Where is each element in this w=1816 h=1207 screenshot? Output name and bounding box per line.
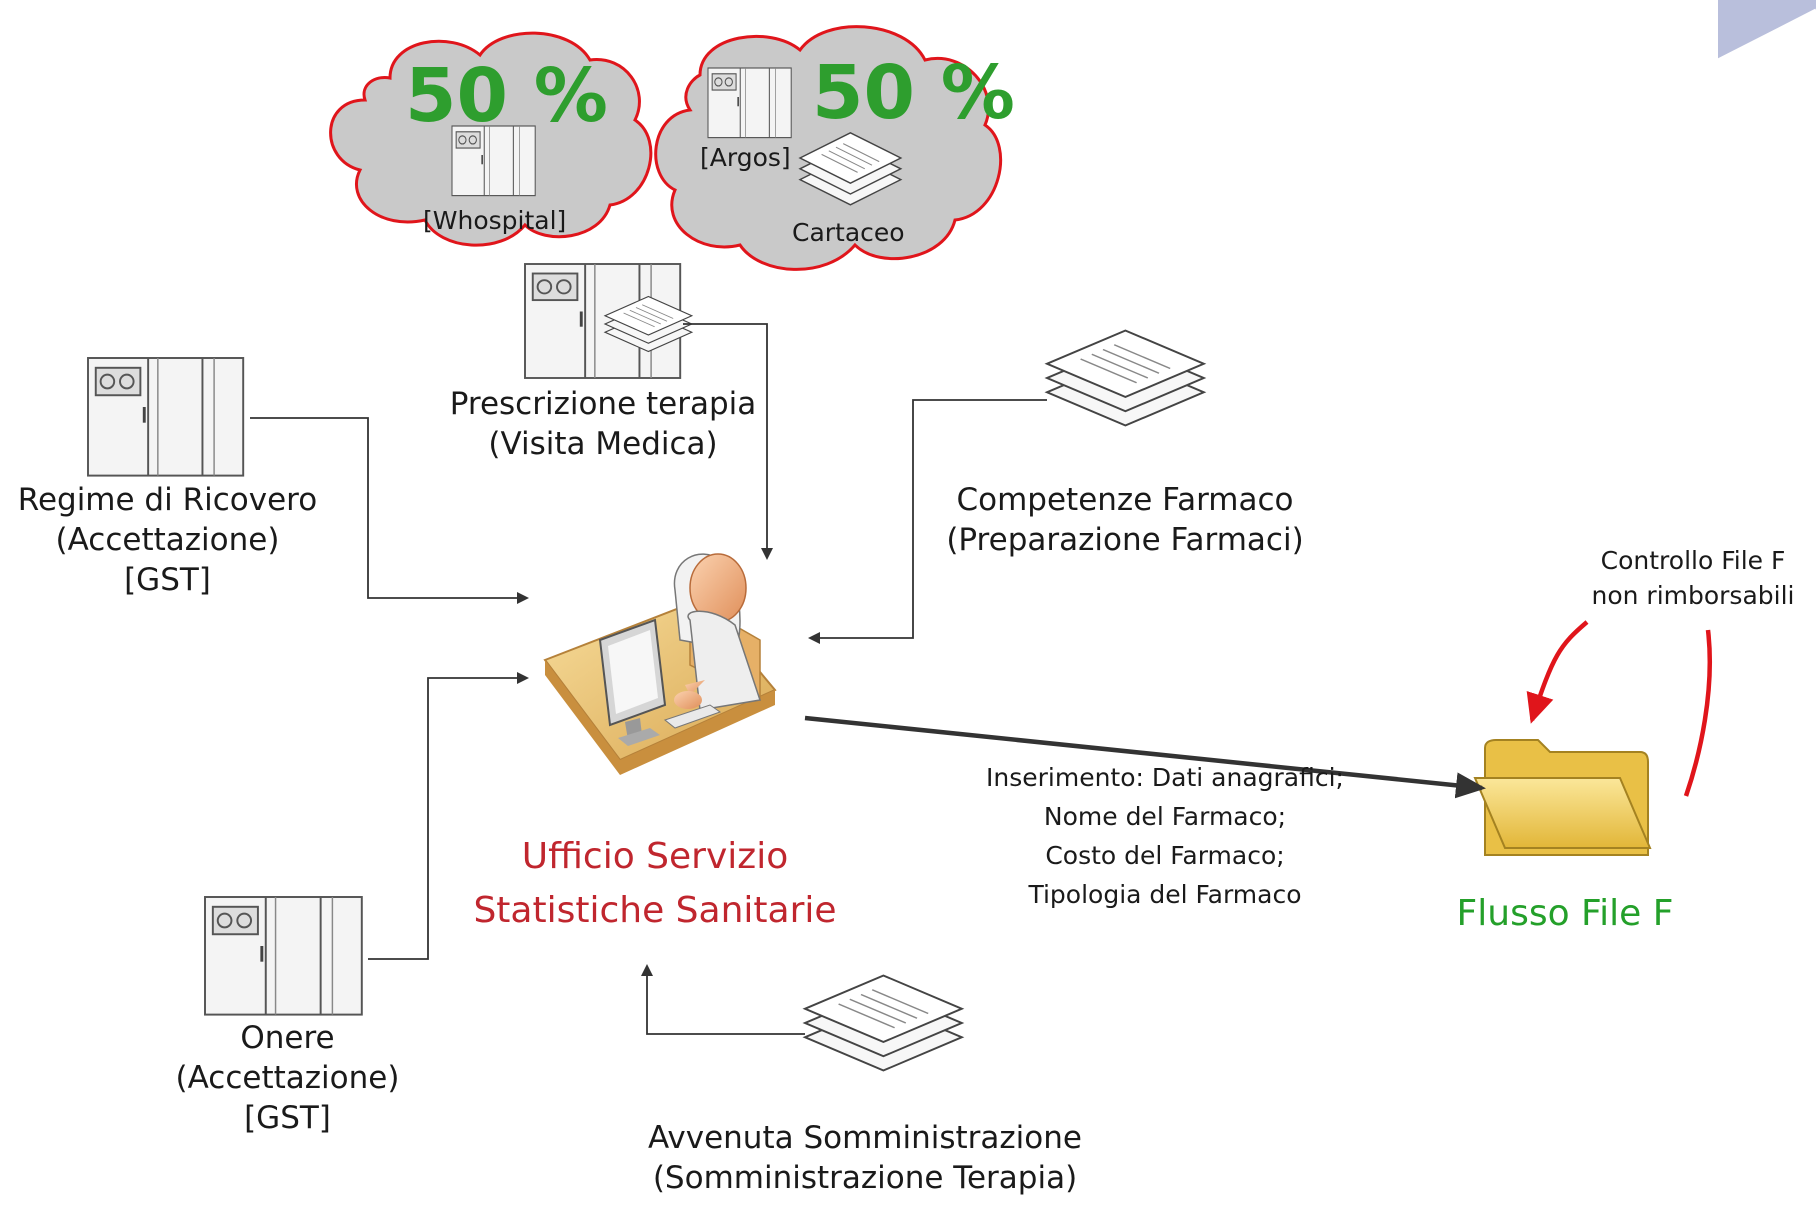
server-icon bbox=[707, 67, 793, 139]
corner-decoration-line bbox=[1717, 8, 1816, 62]
node-onere-line3: [GST] bbox=[244, 1100, 331, 1136]
node-ufficio: Ufficio Servizio Statistiche Sanitarie bbox=[445, 830, 865, 938]
node-controllo: Controllo File F non rimborsabili bbox=[1570, 543, 1816, 613]
node-avvenuta-line1: Avvenuta Somministrazione bbox=[648, 1120, 1082, 1156]
edge-label-line1: Inserimento: Dati anagrafici; bbox=[986, 763, 1344, 792]
cloud-left-percent: 50 % bbox=[405, 53, 608, 139]
connector-prescrizione bbox=[683, 323, 773, 560]
node-prescrizione: Prescrizione terapia (Visita Medica) bbox=[438, 384, 768, 464]
node-flusso: Flusso File F bbox=[1456, 893, 1674, 934]
node-onere-line1: Onere bbox=[240, 1020, 335, 1056]
node-prescrizione-line1: Prescrizione terapia bbox=[449, 386, 757, 422]
node-regime: Regime di Ricovero (Accettazione) [GST] bbox=[0, 480, 335, 600]
connector-main-flow bbox=[804, 715, 1486, 799]
cloud-right-system: [Argos] bbox=[700, 143, 791, 172]
node-regime-line1: Regime di Ricovero bbox=[17, 482, 318, 518]
connector-regime bbox=[250, 417, 529, 604]
node-regime-line3: [GST] bbox=[124, 562, 211, 598]
edge-label-inserimento: Inserimento: Dati anagrafici; Nome del F… bbox=[955, 758, 1375, 914]
cloud-right-percent: 50 % bbox=[812, 50, 1015, 136]
node-prescrizione-line2: (Visita Medica) bbox=[488, 426, 718, 462]
server-icon bbox=[86, 356, 245, 478]
corner-decoration bbox=[1718, 0, 1816, 60]
red-arrow-controllo bbox=[1526, 620, 1589, 724]
documents-icon bbox=[803, 974, 963, 1072]
edge-label-line3: Costo del Farmaco; bbox=[1045, 841, 1285, 870]
connector-onere bbox=[368, 672, 529, 960]
connector-competenze bbox=[808, 399, 1047, 644]
node-avvenuta: Avvenuta Somministrazione (Somministrazi… bbox=[625, 1118, 1105, 1198]
cloud-right-paper: Cartaceo bbox=[792, 218, 905, 247]
node-controllo-line1: Controllo File F bbox=[1600, 546, 1786, 575]
node-competenze-line1: Competenze Farmaco bbox=[956, 482, 1294, 518]
edge-label-line2: Nome del Farmaco; bbox=[1043, 802, 1287, 831]
red-curve-return bbox=[1683, 629, 1712, 797]
edge-label-line4: Tipologia del Farmaco bbox=[1028, 880, 1302, 909]
node-onere: Onere (Accettazione) [GST] bbox=[155, 1018, 420, 1138]
connector-avvenuta bbox=[641, 964, 805, 1035]
folder-icon bbox=[1473, 739, 1652, 856]
office-worker-icon bbox=[543, 553, 777, 775]
node-ufficio-line1: Ufficio Servizio bbox=[521, 836, 789, 877]
node-avvenuta-line2: (Somministrazione Terapia) bbox=[652, 1160, 1078, 1196]
server-icon bbox=[203, 895, 364, 1017]
documents-icon bbox=[1045, 329, 1205, 427]
node-competenze: Competenze Farmaco (Preparazione Farmaci… bbox=[920, 480, 1330, 560]
node-competenze-line2: (Preparazione Farmaci) bbox=[946, 522, 1304, 558]
node-regime-line2: (Accettazione) bbox=[55, 522, 280, 558]
cloud-left-system: [Whospital] bbox=[423, 206, 567, 235]
node-onere-line2: (Accettazione) bbox=[175, 1060, 400, 1096]
node-ufficio-line2: Statistiche Sanitarie bbox=[473, 890, 837, 931]
node-controllo-line2: non rimborsabili bbox=[1591, 581, 1795, 610]
